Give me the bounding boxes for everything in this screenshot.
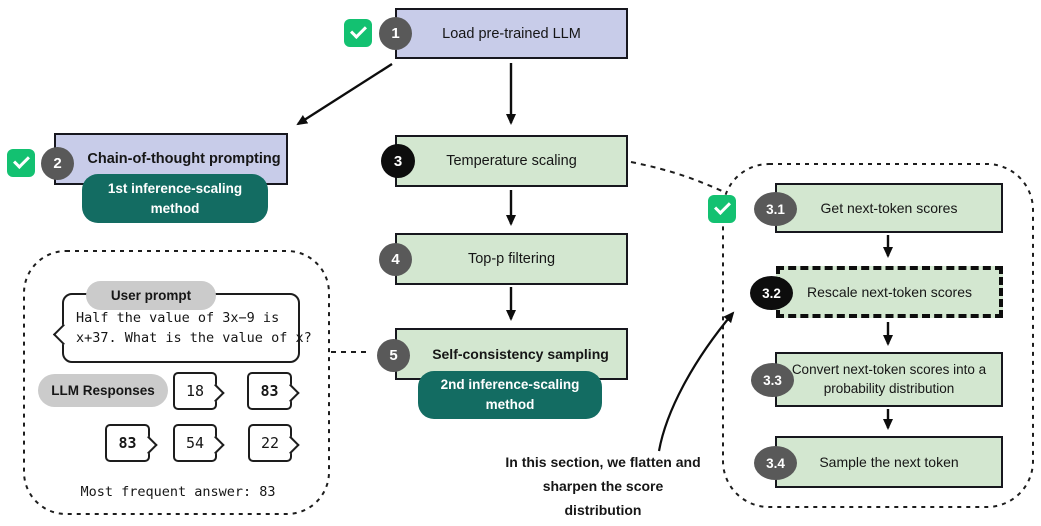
checkmark-icon: [344, 19, 372, 47]
annotation-line2: sharpen the score distribution: [542, 478, 664, 518]
response-bubble: 54: [173, 424, 217, 462]
rescale-scores-label: Rescale next-token scores: [807, 284, 972, 300]
response-bubble: 83: [247, 372, 292, 410]
load-llm-label: Load pre-trained LLM: [442, 25, 581, 42]
temperature-box: Temperature scaling: [395, 135, 628, 187]
step-3-number: 3: [393, 152, 403, 170]
response-value: 18: [185, 382, 205, 400]
user-prompt-pill-label: User prompt: [110, 288, 192, 303]
get-scores-box: Get next-token scores: [775, 183, 1003, 233]
sample-token-box: Sample the next token: [775, 436, 1003, 488]
llm-responses-pill: LLM Responses: [38, 374, 168, 407]
self-consistency-badge: 2nd inference-scaling method: [418, 371, 602, 419]
checkmark-icon: [708, 195, 736, 223]
sample-token-label: Sample the next token: [819, 454, 959, 470]
dashed-connector-temperature-to-panel: [630, 161, 723, 192]
step-5-number: 5: [389, 347, 398, 364]
self-consistency-label: Self-consistency sampling: [432, 346, 609, 362]
annotation-arrow: [657, 311, 735, 452]
top-p-label: Top-p filtering: [467, 251, 556, 267]
step-3-3-number: 3.3: [763, 372, 782, 388]
annotation-line1: In this section, we flatten and: [505, 454, 701, 470]
arrow-load-to-cot: [296, 62, 393, 126]
checkmark-icon: [7, 149, 35, 177]
response-value: 83: [118, 434, 137, 452]
cot-label: Chain-of-thought prompting: [87, 151, 281, 167]
step-3-1-ellipse: 3.1: [754, 192, 797, 226]
step-2-circle: 2: [41, 147, 74, 180]
rescale-scores-box: Rescale next-token scores: [776, 266, 1003, 318]
load-llm-box: Load pre-trained LLM: [395, 8, 628, 59]
convert-distribution-box: Convert next-token scores into a probabi…: [775, 352, 1003, 407]
step-5-circle: 5: [377, 339, 410, 372]
response-bubble: 18: [173, 372, 217, 410]
response-value: 54: [185, 434, 205, 452]
step-3-2-number: 3.2: [762, 285, 781, 301]
user-prompt-text: Half the value of 3x−9 is x+37. What is t…: [76, 308, 312, 348]
response-bubble: 83: [105, 424, 150, 462]
top-p-box: Top-p filtering: [395, 233, 628, 285]
get-scores-label: Get next-token scores: [820, 200, 958, 216]
step-3-1-number: 3.1: [766, 201, 785, 217]
response-value: 83: [260, 382, 279, 400]
temperature-label: Temperature scaling: [446, 153, 577, 169]
response-bubble: 22: [248, 424, 292, 462]
convert-distribution-label: Convert next-token scores into a probabi…: [791, 362, 987, 396]
step-3-circle: 3: [381, 144, 415, 178]
llm-responses-pill-label: LLM Responses: [51, 383, 155, 398]
step-3-4-number: 3.4: [766, 455, 785, 471]
step-4-number: 4: [391, 251, 400, 268]
flatten-sharpen-annotation: In this section, we flatten and sharpen …: [505, 450, 701, 522]
step-3-3-ellipse: 3.3: [751, 363, 794, 397]
step-3-2-ellipse: 3.2: [750, 276, 793, 310]
cot-badge: 1st inference-scaling method: [82, 174, 268, 223]
step-4-circle: 4: [379, 243, 412, 276]
step-1-circle: 1: [379, 17, 412, 50]
self-consistency-badge-label: 2nd inference-scaling method: [440, 377, 580, 412]
step-2-number: 2: [53, 155, 62, 172]
user-prompt-line2: x+37. What is the value of x?: [76, 330, 312, 346]
cot-badge-label: 1st inference-scaling method: [107, 180, 243, 216]
step-1-number: 1: [391, 25, 400, 42]
user-prompt-line1: Half the value of 3x−9 is: [76, 310, 280, 326]
most-frequent-answer: Most frequent answer: 83: [80, 484, 276, 500]
response-value: 22: [260, 434, 280, 452]
user-prompt-pill: User prompt: [86, 281, 216, 310]
step-3-4-ellipse: 3.4: [754, 446, 797, 480]
